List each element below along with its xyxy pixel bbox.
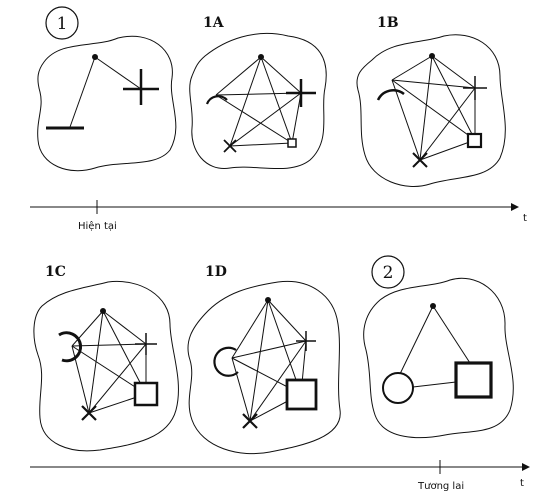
blob-outline <box>37 35 177 172</box>
square-node <box>466 132 483 149</box>
edge <box>94 56 142 90</box>
edges <box>398 305 471 388</box>
square-node <box>454 361 493 399</box>
panel-label: 1A <box>203 15 225 31</box>
panel-label: 1C <box>45 264 66 280</box>
label-circle <box>45 6 79 40</box>
blob-outline <box>189 32 327 170</box>
arc-node <box>376 89 405 101</box>
axis-label-t: t <box>523 213 527 224</box>
panel-1: 1 <box>37 6 177 172</box>
panel-1a: 1A <box>189 15 327 170</box>
arc-node <box>213 346 239 377</box>
label-circle <box>371 255 405 289</box>
arc-node <box>58 331 83 363</box>
panel-1d: 1D <box>187 264 341 455</box>
panel-label: 1 <box>57 14 68 34</box>
blob-outline <box>356 34 506 187</box>
panel-label: 1D <box>205 264 227 280</box>
cross-node <box>412 152 428 168</box>
square-node <box>133 381 159 407</box>
timeline-bottom: Tương lai t <box>30 460 530 492</box>
edges <box>215 56 302 147</box>
blob-outline <box>33 280 179 452</box>
plus-node <box>286 79 316 107</box>
panel-1c: 1C <box>33 264 179 452</box>
blob-outline <box>187 280 341 455</box>
time-marker-label: Tương lai <box>417 481 464 492</box>
circle-node <box>382 372 414 404</box>
edge <box>69 56 96 128</box>
plus-node <box>463 76 487 100</box>
blob-outline <box>363 277 514 439</box>
cross-node <box>81 405 97 421</box>
panel-1b: 1B <box>356 15 506 187</box>
panel-label: 1B <box>377 15 399 31</box>
arc-node <box>205 95 228 105</box>
timeline-top: Hiện tại t <box>30 200 527 232</box>
axis-label-t: t <box>520 478 524 489</box>
time-marker-label: Hiện tại <box>78 220 117 232</box>
panel-2: 2 <box>363 255 514 439</box>
square-node <box>287 138 297 148</box>
cross-node <box>223 139 237 153</box>
plus-node <box>123 69 159 105</box>
square-node <box>285 378 318 411</box>
edges <box>391 55 476 161</box>
plus-node <box>135 333 157 355</box>
cross-node <box>242 413 258 429</box>
panel-label: 2 <box>383 263 394 283</box>
plus-node <box>296 331 316 351</box>
